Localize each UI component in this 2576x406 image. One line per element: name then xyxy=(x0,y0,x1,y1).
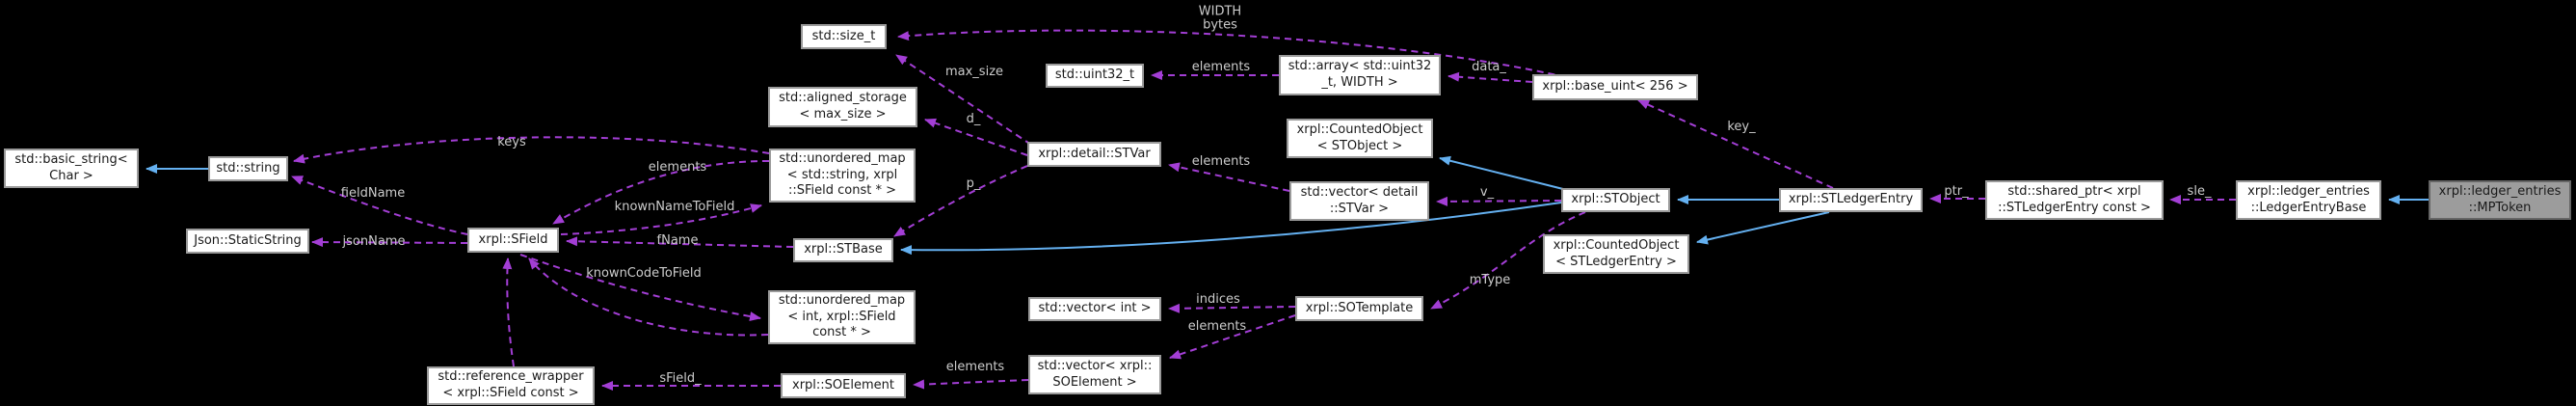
node-std-array-uint32-width[interactable]: std::array< std::uint32 _t, WIDTH > xyxy=(1279,55,1441,95)
node-std-size-t[interactable]: std::size_t xyxy=(801,24,887,49)
node-xrpl-counted-object-stobject[interactable]: xrpl::CountedObject < STObject > xyxy=(1287,119,1433,158)
edge-mtype xyxy=(1430,211,1586,310)
edge-data xyxy=(1447,71,1533,83)
node-xrpl-soelement[interactable]: xrpl::SOElement xyxy=(781,373,906,398)
edge-elements-vector-stvar-to-stvar xyxy=(1168,162,1290,192)
edge-fieldname xyxy=(291,176,468,235)
node-xrpl-sfield[interactable]: xrpl::SField xyxy=(467,228,559,253)
edge-key xyxy=(1637,99,1834,189)
edge-v xyxy=(1436,196,1562,206)
edge-elements-sotemplate-to-vector-soelement xyxy=(1169,314,1296,360)
edge-width-bytes xyxy=(897,29,1567,78)
edge-refwrapper-to-sfield xyxy=(502,257,515,367)
edge-elements-vector-soelement-to-soelement xyxy=(913,379,1029,390)
node-xrpl-stobject[interactable]: xrpl::STObject xyxy=(1561,188,1670,212)
node-std-aligned-storage[interactable]: std::aligned_storage < max_size > xyxy=(768,87,917,127)
node-std-unordered-map-int-sfield[interactable]: std::unordered_map < int, xrpl::SField c… xyxy=(768,290,916,344)
node-std-reference-wrapper-sfield[interactable]: std::reference_wrapper < xrpl::SField co… xyxy=(427,366,595,405)
edge-stledgerentry-to-countedobject-stledgerentry xyxy=(1696,211,1830,245)
node-xrpl-ledger-entries-ledgerentrybase[interactable]: xrpl::ledger_entries ::LedgerEntryBase xyxy=(2236,180,2381,220)
node-xrpl-stbase[interactable]: xrpl::STBase xyxy=(793,238,893,262)
edge-knownnametofield xyxy=(560,203,762,235)
edge-elements-map-string-to-sfield xyxy=(552,160,770,225)
node-xrpl-counted-object-stledgerentry[interactable]: xrpl::CountedObject < STLedgerEntry > xyxy=(1543,234,1689,274)
edge-stobject-to-stbase xyxy=(900,202,1562,256)
node-std-shared-ptr-stledgerentry[interactable]: std::shared_ptr< xrpl ::STLedgerEntry co… xyxy=(1985,180,2164,220)
node-std-string[interactable]: std::string xyxy=(208,156,288,181)
node-std-vector-detail-stvar[interactable]: std::vector< detail ::STVar > xyxy=(1289,181,1429,221)
node-xrpl-base-uint-256[interactable]: xrpl::base_uint< 256 > xyxy=(1532,74,1698,100)
edge-stobject-to-countedobject-stobject xyxy=(1439,155,1564,190)
edge-d xyxy=(924,118,1028,156)
node-xrpl-stledgerentry[interactable]: xrpl::STLedgerEntry xyxy=(1779,188,1923,212)
node-std-basic-string-char[interactable]: std::basic_string< Char > xyxy=(4,149,139,188)
edge-fname xyxy=(566,236,794,248)
node-json-staticstring[interactable]: Json::StaticString xyxy=(186,229,309,254)
node-xrpl-detail-stvar[interactable]: xrpl::detail::STVar xyxy=(1027,142,1161,167)
edge-elements-map-int-to-sfield xyxy=(528,257,769,337)
node-std-vector-soelement[interactable]: std::vector< xrpl:: SOElement > xyxy=(1028,355,1161,394)
edge-p xyxy=(893,165,1028,237)
node-xrpl-ledger-entries-mptoken: xrpl::ledger_entries ::MPToken xyxy=(2429,180,2571,220)
node-xrpl-sotemplate[interactable]: xrpl::SOTemplate xyxy=(1295,296,1423,321)
edge-knowncodetofield xyxy=(519,254,761,322)
edge-max-size xyxy=(895,54,1032,146)
node-std-uint32-t[interactable]: std::uint32_t xyxy=(1046,64,1144,88)
edge-jsonname xyxy=(311,237,468,248)
node-std-unordered-map-string-sfield[interactable]: std::unordered_map < std::string, xrpl :… xyxy=(769,149,916,203)
edge-indices xyxy=(1168,303,1296,313)
node-std-vector-int[interactable]: std::vector< int > xyxy=(1028,297,1161,321)
edge-keys xyxy=(293,136,770,164)
